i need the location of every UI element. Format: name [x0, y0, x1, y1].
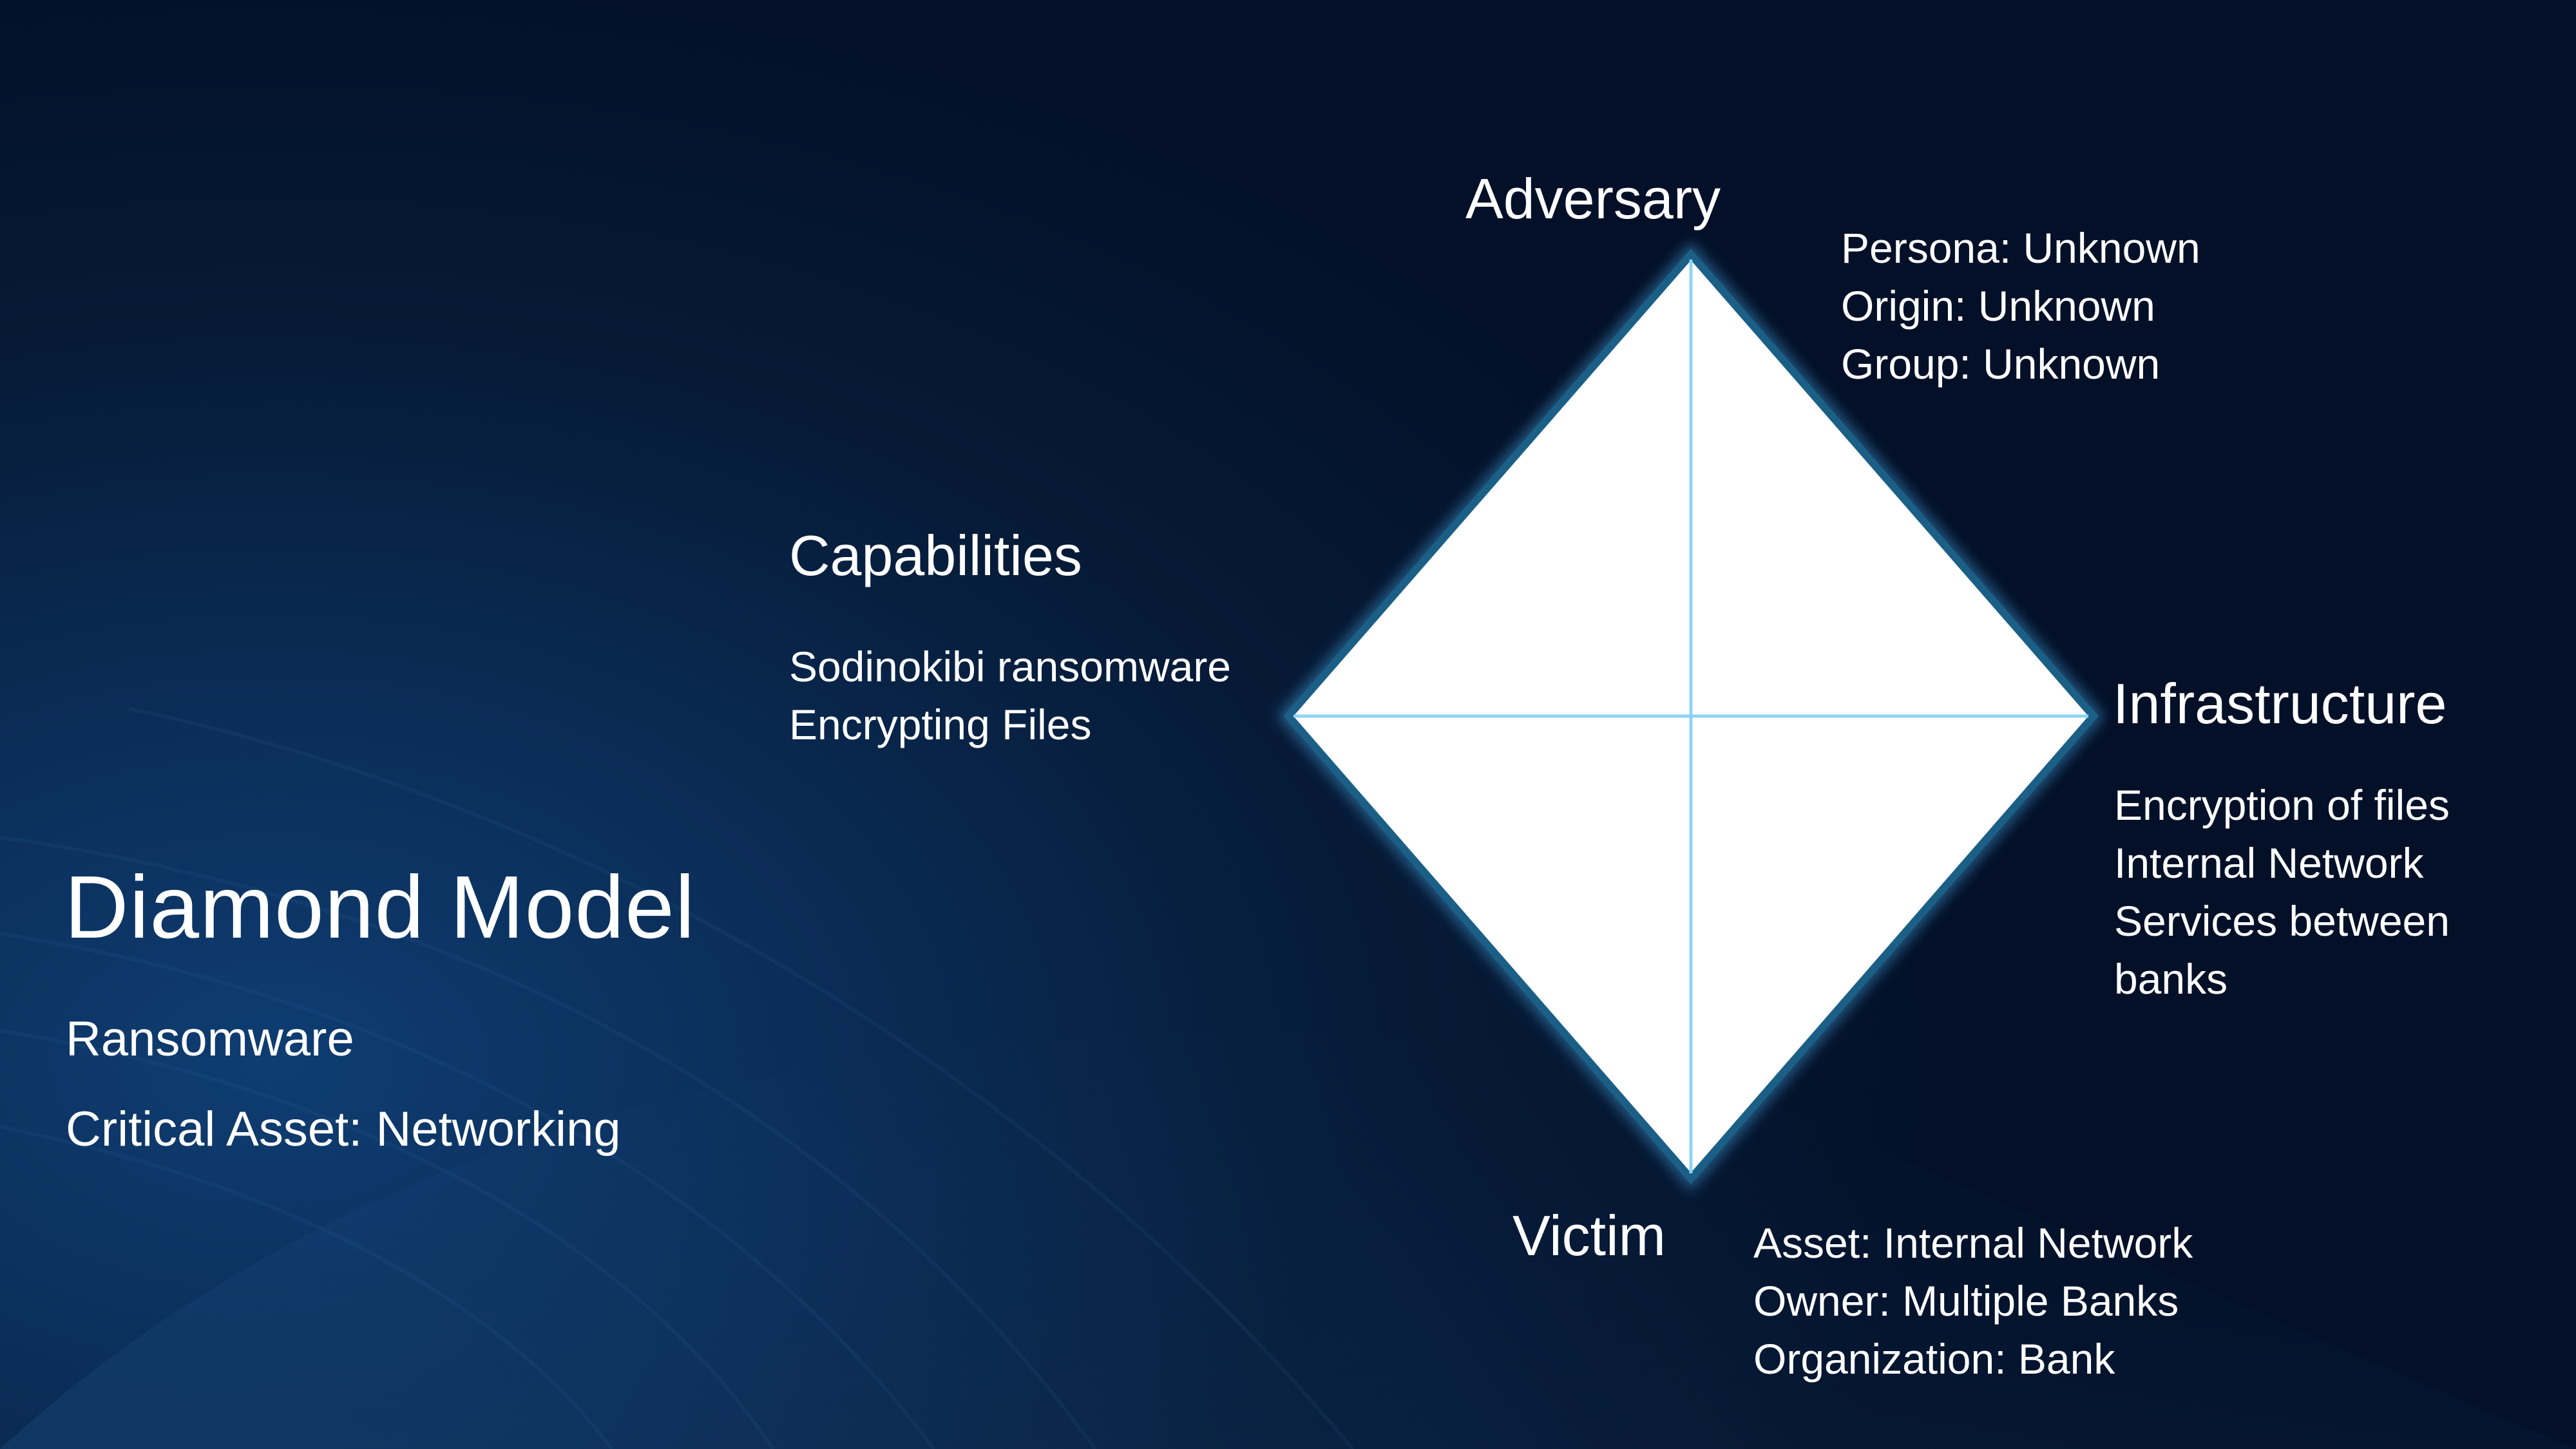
- infrastructure-details: Encryption of files Internal Network Ser…: [2114, 776, 2450, 1008]
- infrastructure-detail-line: Services between: [2114, 897, 2450, 945]
- slide-subtitle: Critical Asset: Networking: [66, 1102, 621, 1157]
- adversary-details: Persona: Unknown Origin: Unknown Group: …: [1841, 219, 2200, 393]
- capabilities-title: Capabilities: [789, 524, 1082, 587]
- capabilities-details: Sodinokibi ransomware Encrypting Files: [789, 638, 1231, 753]
- infrastructure-detail-line: banks: [2114, 955, 2228, 1003]
- adversary-detail-line: Origin: Unknown: [1841, 282, 2155, 330]
- infrastructure-title: Infrastructure: [2113, 672, 2447, 735]
- capabilities-detail-line: Encrypting Files: [789, 701, 1092, 748]
- adversary-detail-line: Persona: Unknown: [1841, 224, 2200, 272]
- victim-details: Asset: Internal Network Owner: Multiple …: [1753, 1214, 2193, 1388]
- infrastructure-detail-line: Encryption of files: [2114, 781, 2450, 829]
- victim-detail-line: Organization: Bank: [1753, 1335, 2115, 1383]
- adversary-title: Adversary: [1465, 167, 1721, 231]
- capabilities-detail-line: Sodinokibi ransomware: [789, 643, 1232, 690]
- slide-subtitle: Ransomware: [66, 1012, 354, 1066]
- adversary-detail-line: Group: Unknown: [1841, 340, 2161, 388]
- victim-detail-line: Owner: Multiple Banks: [1753, 1277, 2179, 1325]
- victim-title: Victim: [1512, 1204, 1666, 1267]
- victim-detail-line: Asset: Internal Network: [1753, 1219, 2193, 1267]
- slide-title: Diamond Model: [64, 858, 696, 957]
- infrastructure-detail-line: Internal Network: [2114, 839, 2424, 887]
